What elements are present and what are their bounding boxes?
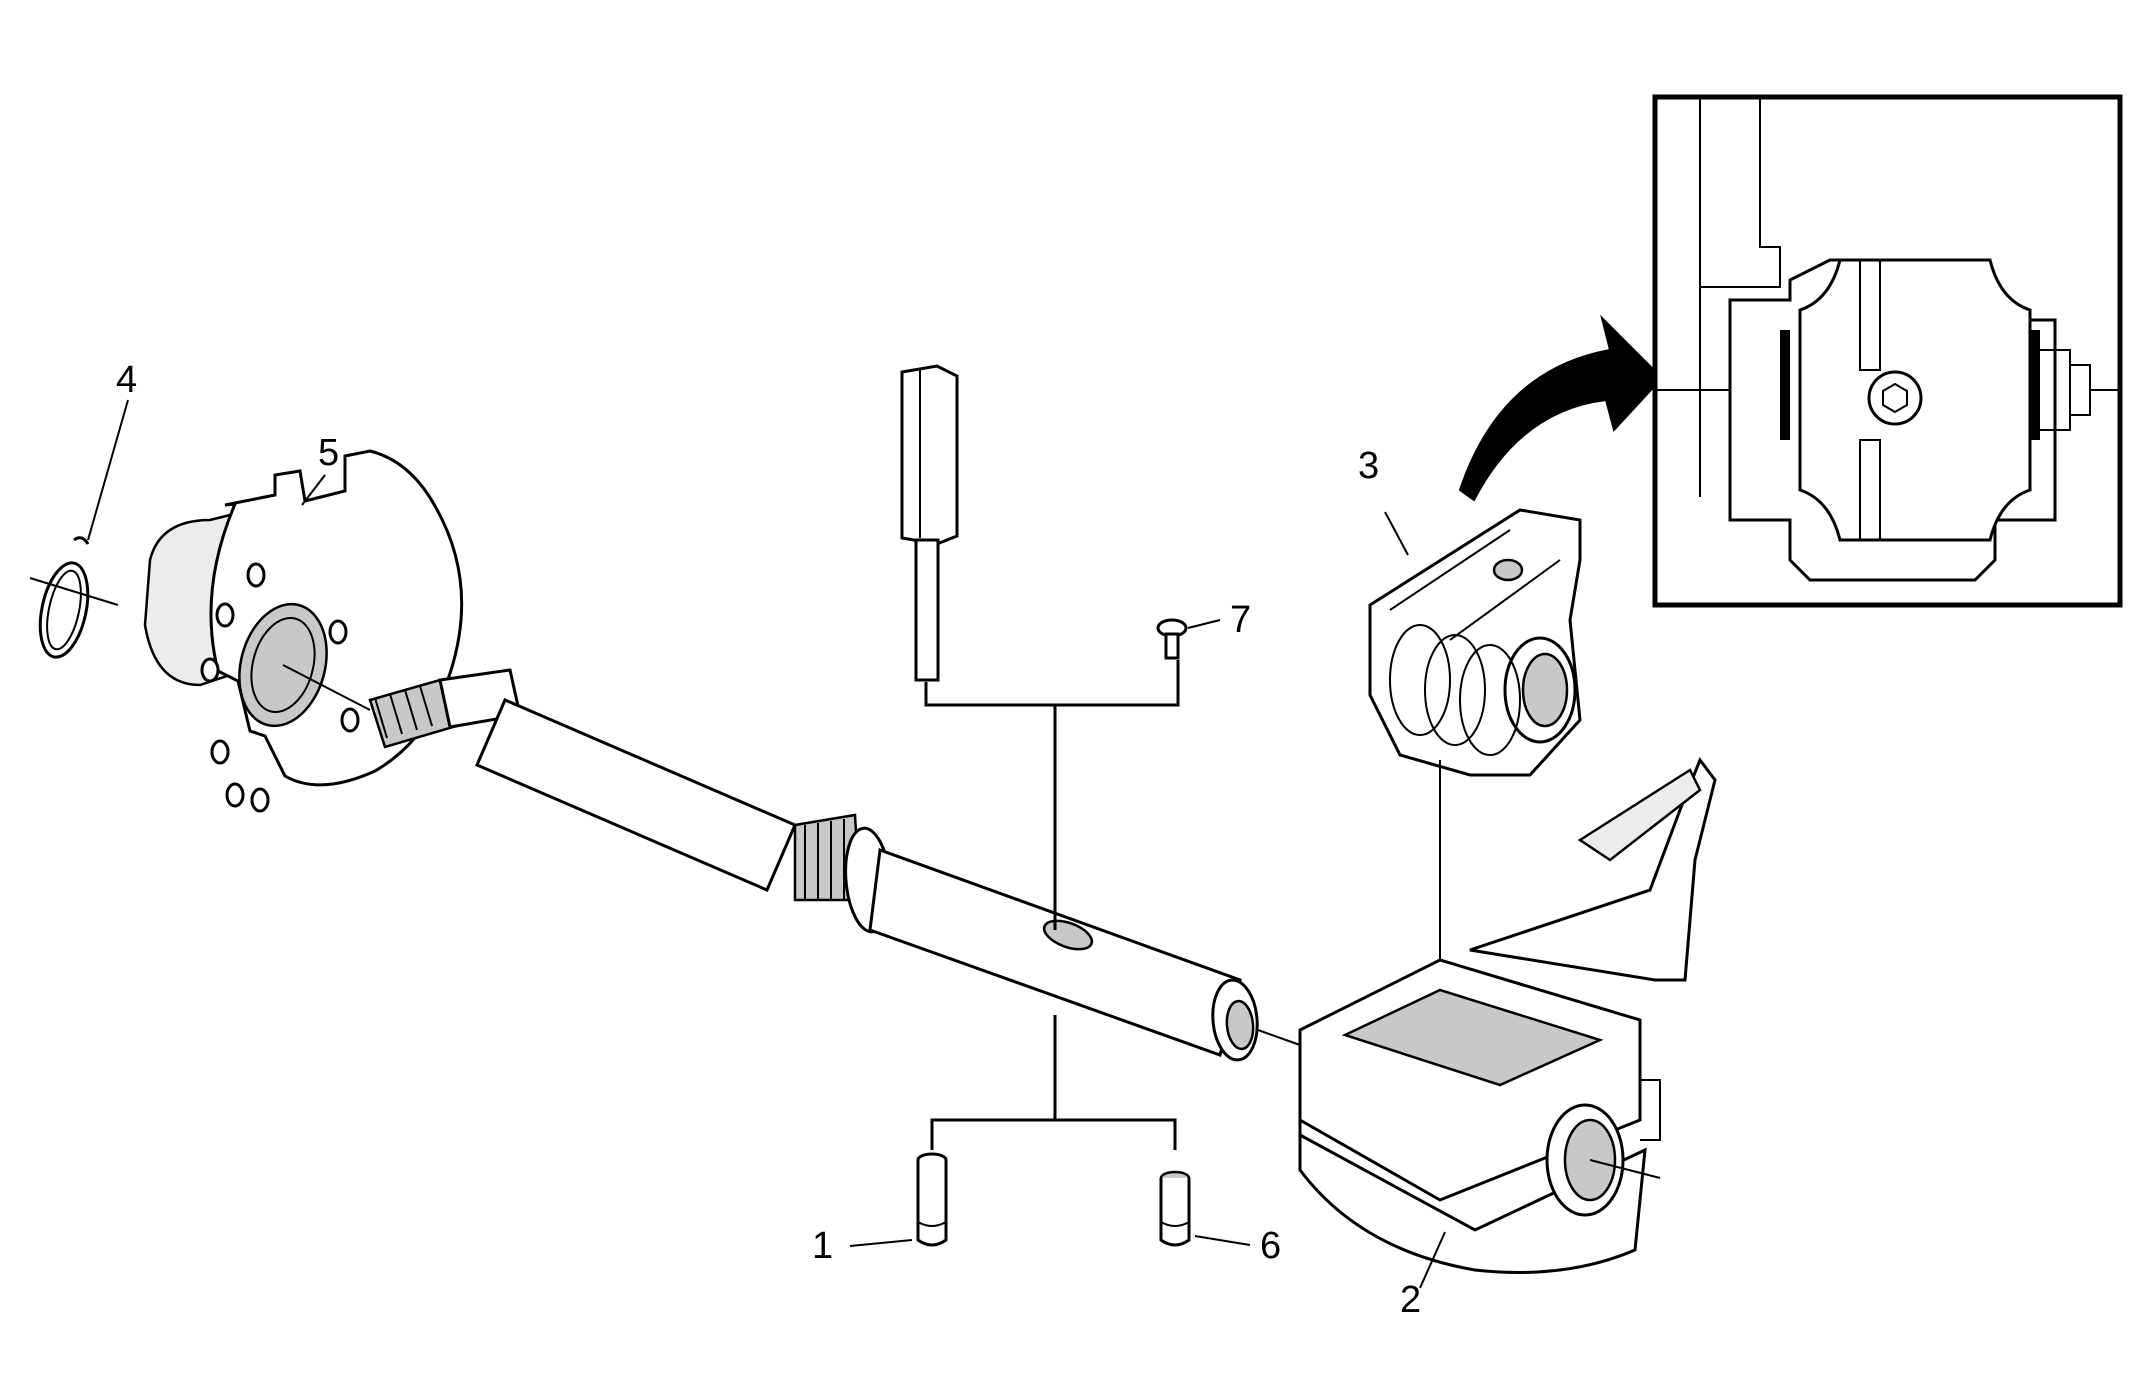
set-screw	[1156, 618, 1188, 660]
hub-bolt-holes	[200, 562, 360, 813]
detail-inset	[1652, 94, 2123, 608]
leader-3	[1384, 511, 1409, 556]
centerline-shaft-end	[1257, 1029, 1301, 1046]
detail-arrow	[1458, 314, 1664, 502]
leader-4	[87, 399, 129, 541]
callout-2: 2	[1400, 1279, 1421, 1321]
leader-6	[1194, 1235, 1251, 1246]
detent-spring-block	[1368, 508, 1582, 777]
hex-key-tool	[900, 364, 959, 682]
callout-5: 5	[318, 432, 339, 474]
callout-4: 4	[116, 359, 137, 401]
splined-hub	[143, 449, 464, 813]
leader-1	[849, 1239, 913, 1247]
callout-7: 7	[1230, 599, 1251, 641]
leader-2	[1419, 1231, 1446, 1289]
snap-ring	[38, 536, 90, 659]
centerline-housing	[1589, 1159, 1661, 1179]
leader-7	[1187, 619, 1221, 629]
pin-1	[916, 1152, 948, 1247]
centerline-hub	[282, 664, 371, 711]
main-shaft	[368, 668, 1259, 1062]
callout-3: 3	[1358, 445, 1379, 487]
pins-leader	[930, 1118, 1177, 1150]
centerline-ring	[29, 577, 119, 606]
callout-1: 1	[812, 1225, 833, 1267]
shift-fork-housing	[1298, 756, 1717, 1274]
leader-5	[301, 474, 326, 506]
callout-6: 6	[1260, 1225, 1281, 1267]
tool-leader	[924, 660, 1180, 707]
pin-6	[1159, 1170, 1191, 1247]
